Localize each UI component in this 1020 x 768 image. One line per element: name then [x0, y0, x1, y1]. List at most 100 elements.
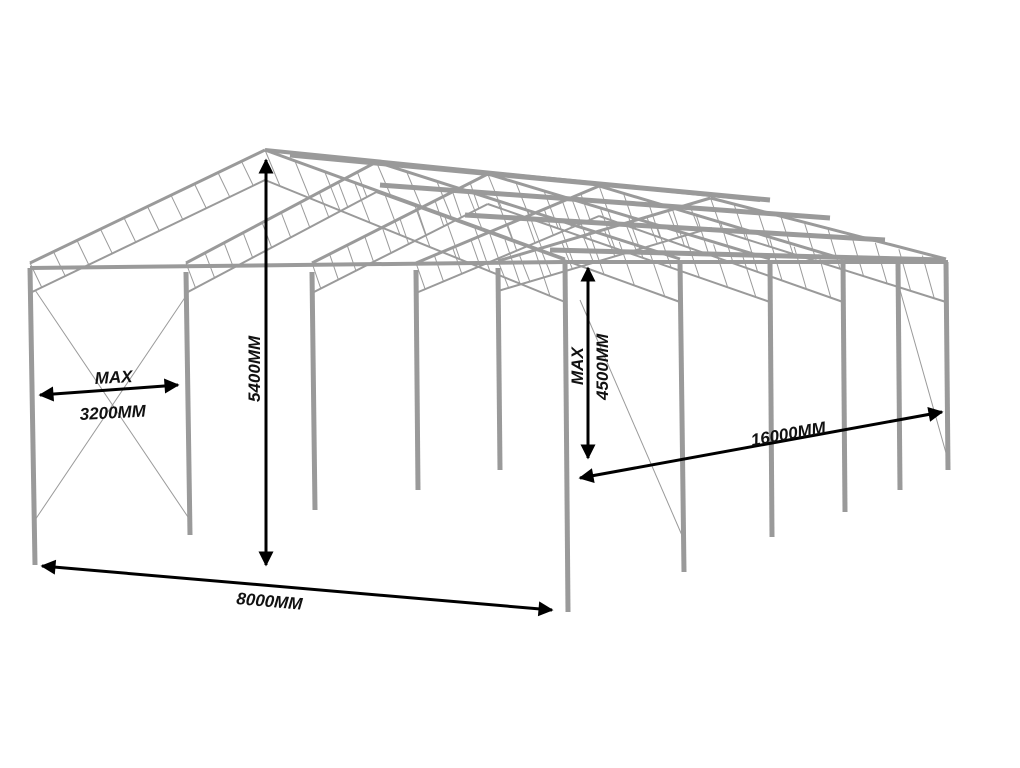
truss-web: [223, 242, 235, 268]
truss-web: [618, 241, 635, 286]
truss-web: [311, 262, 322, 289]
truss-web: [415, 262, 426, 290]
width-label: 8000MM: [236, 589, 304, 614]
lower-chord: [29, 179, 266, 294]
post: [840, 261, 848, 513]
truss-web: [793, 246, 807, 290]
length-arrow: [578, 407, 944, 483]
truss-web: [329, 253, 339, 280]
truss-web: [757, 210, 770, 247]
truss-web: [507, 224, 518, 251]
truss-web: [656, 226, 672, 268]
truss-web: [354, 183, 371, 223]
truss-web: [713, 244, 729, 288]
truss-web: [470, 239, 481, 267]
truss-web: [710, 197, 723, 232]
rafter: [487, 172, 771, 261]
truss-web: [646, 216, 658, 244]
truss-web: [185, 262, 196, 289]
bay-spacing-prefix: MAX: [94, 367, 134, 388]
purlin: [464, 212, 886, 243]
cross-brace: [34, 289, 191, 521]
truss-web: [744, 231, 759, 273]
eave-height-label: 4500MM: [593, 333, 612, 401]
post: [943, 261, 951, 471]
rafter: [264, 148, 566, 261]
post: [767, 261, 775, 538]
lower-chord: [415, 215, 600, 294]
truss-web: [769, 239, 783, 281]
truss-web: [399, 218, 410, 245]
truss-web: [318, 192, 330, 218]
post: [895, 261, 903, 491]
cross-brace: [899, 289, 949, 461]
lower-chord: [185, 191, 377, 294]
truss-web: [53, 251, 66, 277]
truss-web: [299, 202, 311, 228]
lower-chord: [376, 191, 681, 303]
truss-web: [534, 250, 551, 297]
truss-web: [375, 161, 393, 198]
rafter: [598, 184, 844, 261]
post: [183, 271, 193, 536]
post: [309, 271, 318, 511]
truss-web: [497, 260, 510, 289]
post: [677, 261, 687, 573]
truss-web: [416, 209, 427, 236]
truss-web: [488, 232, 499, 259]
post: [495, 267, 503, 471]
truss-web: [364, 236, 374, 263]
truss-web: [414, 205, 431, 248]
post: [413, 269, 421, 491]
truss-web: [356, 171, 368, 198]
truss-web: [898, 249, 912, 292]
truss-web: [337, 182, 349, 208]
truss-web: [241, 161, 254, 186]
truss-web: [194, 183, 207, 209]
length-label: 16000MM: [749, 418, 828, 450]
lower-chord: [710, 227, 947, 303]
truss-web: [452, 247, 463, 274]
truss-web: [649, 251, 666, 297]
truss-web: [280, 212, 292, 238]
truss-web: [625, 223, 637, 251]
rafter: [375, 160, 681, 261]
post: [562, 261, 571, 613]
truss-web: [76, 240, 90, 265]
dimension-arrows: [38, 158, 944, 617]
truss-web: [540, 248, 552, 276]
truss-web: [100, 228, 113, 254]
purlin: [289, 152, 771, 203]
truss-web: [406, 171, 423, 209]
eave-height-prefix: MAX: [568, 346, 587, 385]
truss-web: [518, 254, 531, 282]
truss-web: [504, 239, 521, 284]
lower-chord: [497, 227, 711, 292]
truss-web: [324, 172, 341, 211]
truss-web: [515, 182, 531, 219]
truss-web: [29, 262, 43, 288]
truss-web: [381, 227, 392, 254]
eave-beam-left: [29, 260, 566, 270]
lower-chord: [598, 215, 844, 303]
ridge-height-label: 5400MM: [245, 335, 264, 402]
truss-web: [561, 241, 573, 270]
truss-web: [434, 200, 445, 227]
truss-web: [204, 252, 216, 279]
post: [27, 267, 38, 566]
truss-web: [667, 210, 680, 238]
truss-web: [346, 245, 357, 271]
truss-web: [170, 194, 184, 220]
truss-web: [217, 172, 231, 198]
truss-web: [123, 217, 137, 243]
truss-web: [874, 242, 888, 284]
lower-chord: [311, 203, 489, 294]
truss-web: [741, 253, 757, 298]
truss-web: [147, 206, 160, 232]
truss-web: [242, 232, 254, 258]
truss-web: [294, 161, 311, 199]
purlin: [379, 182, 831, 221]
purlin: [549, 247, 946, 263]
